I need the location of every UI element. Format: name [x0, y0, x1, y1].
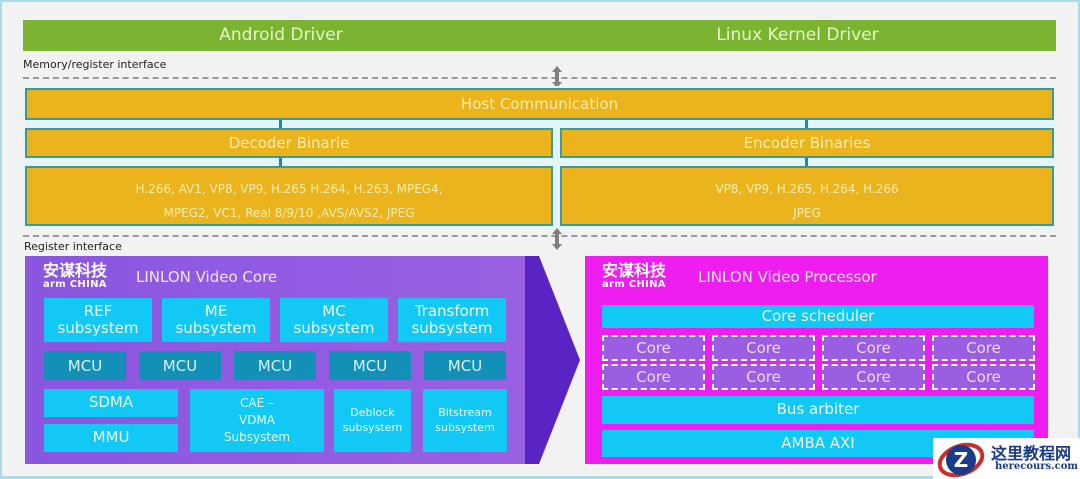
core-block: Core — [712, 335, 815, 361]
encoder-formats-line: VP8, VP9, H.265, H.264, H.266 — [715, 182, 899, 196]
core-block: Core — [712, 364, 815, 390]
connector-line — [279, 158, 282, 166]
block-label: VDMA — [238, 413, 275, 428]
mcu-block: MCU — [424, 351, 506, 380]
mcu-block: MCU — [234, 351, 316, 380]
core-block: Core — [602, 335, 705, 361]
block-label: Subsystem — [223, 429, 291, 444]
watermark-logo-icon: Z — [937, 442, 985, 478]
mcu-block: MCU — [139, 351, 221, 380]
bidirectional-arrow-icon — [552, 228, 562, 250]
decoder-binaries-label: Decoder Binarie — [228, 134, 350, 152]
arm-china-logo: 安谋科技 arm CHINA — [43, 263, 107, 290]
bus-arbiter-block: Bus arbiter — [602, 396, 1034, 424]
me-subsystem-block: ME subsystem — [162, 298, 270, 342]
mcu-block: MCU — [329, 351, 411, 380]
block-label: MC — [322, 301, 346, 320]
sdma-block: SDMA — [44, 389, 178, 417]
connector-line — [805, 158, 808, 166]
block-label: subsystem — [57, 319, 139, 337]
video-core-title: LINLON Video Core — [136, 268, 278, 286]
ref-subsystem-block: REF subsystem — [44, 298, 152, 342]
host-communication-label: Host Communication — [460, 95, 619, 113]
mcu-block: MCU — [44, 351, 126, 380]
watermark-cn-text: 这里教程网 — [991, 444, 1072, 463]
svg-text:Z: Z — [954, 448, 969, 472]
logo-cn-text: 安谋科技 — [43, 261, 108, 280]
block-label: subsystem — [342, 420, 403, 434]
block-label: subsystem — [411, 319, 493, 337]
host-communication-block: Host Communication — [25, 88, 1054, 120]
transform-subsystem-block: Transform subsystem — [398, 298, 506, 342]
core-block: Core — [932, 364, 1035, 390]
block-label: subsystem — [175, 319, 257, 337]
bidirectional-arrow-icon — [552, 66, 562, 88]
cae-vdma-subsystem-block: CAE – VDMA Subsystem — [190, 389, 324, 452]
mc-subsystem-block: MC subsystem — [280, 298, 388, 342]
linux-kernel-driver-label: Linux Kernel Driver — [716, 25, 879, 45]
watermark-en-text: herecours.com — [995, 461, 1079, 472]
core-scheduler-block: Core scheduler — [602, 305, 1034, 328]
memory-interface-divider — [23, 77, 1056, 79]
block-label: subsystem — [293, 319, 375, 337]
core-block: Core — [822, 364, 925, 390]
block-label: Deblock — [350, 405, 395, 419]
logo-cn-text: 安谋科技 — [602, 261, 667, 280]
logo-en-text: arm CHINA — [602, 279, 666, 290]
encoder-binaries-label: Encoder Binaries — [743, 134, 871, 152]
encoder-formats-line: JPEG — [793, 206, 821, 220]
decoder-formats-block: H.266, AV1, VP8, VP9, H.265 H.264, H.263… — [25, 166, 553, 226]
core-block: Core — [932, 335, 1035, 361]
block-label: CAE – — [240, 396, 274, 411]
block-label: REF — [83, 301, 113, 320]
android-driver-label: Android Driver — [219, 25, 343, 45]
core-block: Core — [602, 364, 705, 390]
connector-line — [805, 120, 808, 128]
memory-register-interface-label: Memory/register interface — [23, 58, 167, 71]
register-interface-label: Register interface — [24, 240, 122, 253]
arm-china-logo: 安谋科技 arm CHINA — [602, 263, 666, 290]
block-label: subsystem — [435, 420, 495, 434]
block-label: Transform — [414, 301, 490, 320]
block-label: ME — [204, 301, 228, 320]
connector-line — [279, 120, 282, 128]
encoder-binaries-block: Encoder Binaries — [560, 128, 1054, 158]
chevron-arrow-icon — [525, 256, 580, 464]
logo-en-text: arm CHINA — [43, 279, 107, 290]
block-label: Bitstream — [438, 405, 492, 419]
register-interface-divider — [23, 235, 1056, 237]
decoder-binaries-block: Decoder Binarie — [25, 128, 553, 158]
bitstream-subsystem-block: Bitstream subsystem — [423, 389, 507, 452]
decoder-formats-line: H.266, AV1, VP8, VP9, H.265 H.264, H.263… — [135, 182, 443, 196]
deblock-subsystem-block: Deblock subsystem — [334, 389, 411, 452]
driver-bar: Android Driver Linux Kernel Driver — [23, 20, 1056, 51]
watermark: Z 这里教程网 herecours.com — [933, 438, 1080, 479]
mmu-block: MMU — [44, 424, 178, 452]
encoder-formats-block: VP8, VP9, H.265, H.264, H.266 JPEG — [560, 166, 1054, 226]
video-processor-title: LINLON Video Processor — [698, 268, 877, 286]
decoder-formats-line: MPEG2, VC1, Real 8/9/10 ,AVS/AVS2, JPEG — [163, 206, 415, 220]
core-block: Core — [822, 335, 925, 361]
